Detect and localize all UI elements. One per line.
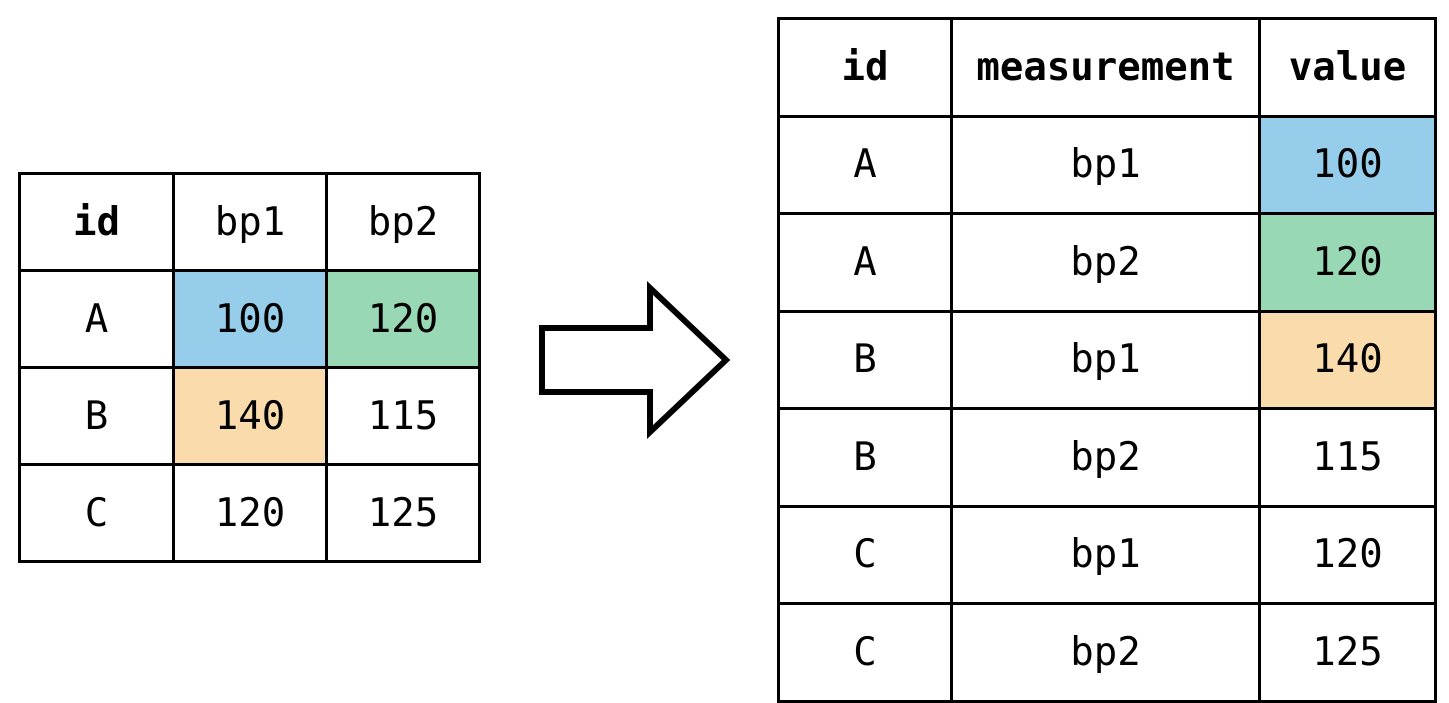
long-format-table: id measurement value A bp1 100 A bp2 120… — [777, 17, 1437, 703]
wide-cell-id-c: C — [18, 463, 175, 563]
wide-header-id: id — [18, 172, 175, 272]
table-row: C 120 125 — [18, 463, 481, 563]
long-cell-value-2: 140 — [1258, 309, 1437, 410]
wide-cell-c-bp2: 125 — [325, 463, 481, 563]
long-cell-meas-4: bp1 — [950, 504, 1261, 605]
long-cell-id-1: A — [777, 212, 953, 313]
long-cell-meas-3: bp2 — [950, 407, 1261, 508]
long-cell-value-4: 120 — [1258, 504, 1437, 605]
table-row: B bp1 140 — [777, 309, 1437, 410]
long-cell-value-3: 115 — [1258, 407, 1437, 508]
wide-cell-id-b: B — [18, 366, 175, 466]
wide-cell-a-bp2: 120 — [325, 269, 481, 369]
long-cell-meas-2: bp1 — [950, 309, 1261, 410]
long-cell-meas-1: bp2 — [950, 212, 1261, 313]
wide-cell-id-a: A — [18, 269, 175, 369]
long-cell-id-3: B — [777, 407, 953, 508]
long-cell-id-4: C — [777, 504, 953, 605]
long-cell-id-2: B — [777, 309, 953, 410]
table-header-row: id bp1 bp2 — [18, 172, 481, 272]
right-block-arrow-icon — [539, 281, 731, 439]
wide-cell-c-bp1: 120 — [172, 463, 328, 563]
long-cell-meas-0: bp1 — [950, 114, 1261, 215]
table-row: B 140 115 — [18, 366, 481, 466]
long-cell-value-5: 125 — [1258, 602, 1437, 703]
wide-header-bp1: bp1 — [172, 172, 328, 272]
long-cell-id-5: C — [777, 602, 953, 703]
table-row: C bp1 120 — [777, 504, 1437, 605]
wide-cell-b-bp1: 140 — [172, 366, 328, 466]
long-cell-value-1: 120 — [1258, 212, 1437, 313]
table-row: B bp2 115 — [777, 407, 1437, 508]
long-cell-value-0: 100 — [1258, 114, 1437, 215]
table-row: A bp1 100 — [777, 114, 1437, 215]
long-header-value: value — [1258, 17, 1437, 118]
table-row: A 100 120 — [18, 269, 481, 369]
wide-header-bp2: bp2 — [325, 172, 481, 272]
wide-cell-b-bp2: 115 — [325, 366, 481, 466]
long-header-id: id — [777, 17, 953, 118]
table-row: A bp2 120 — [777, 212, 1437, 313]
long-header-measurement: measurement — [950, 17, 1261, 118]
wide-format-table: id bp1 bp2 A 100 120 B 140 115 C 120 125 — [18, 172, 481, 563]
long-cell-meas-5: bp2 — [950, 602, 1261, 703]
table-row: C bp2 125 — [777, 602, 1437, 703]
wide-cell-a-bp1: 100 — [172, 269, 328, 369]
table-header-row: id measurement value — [777, 17, 1437, 118]
long-cell-id-0: A — [777, 114, 953, 215]
